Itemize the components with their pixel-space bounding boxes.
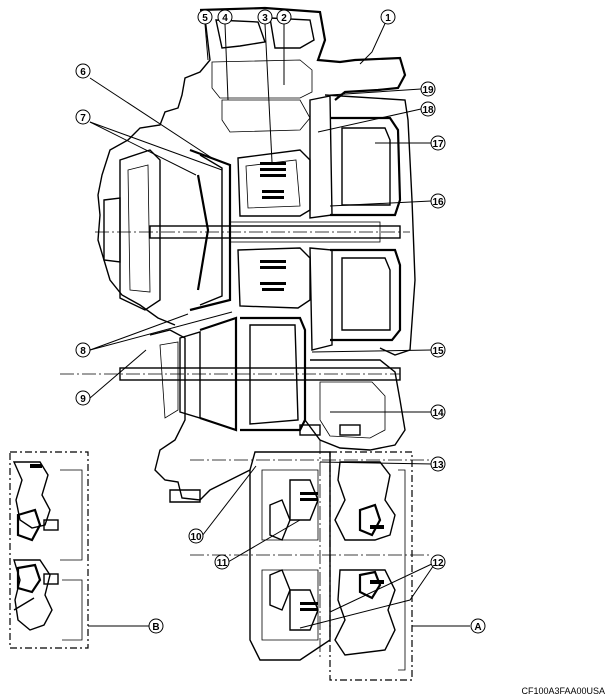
detail-b: [9, 451, 89, 649]
callout-4-label: 4: [222, 13, 228, 24]
callout-8-label: 8: [80, 346, 86, 357]
callout-15-label: 15: [432, 346, 444, 357]
transmission-case-outline: [60, 6, 430, 661]
callout-9-label: 9: [80, 394, 86, 405]
callout-16-label: 16: [432, 197, 444, 208]
callout-17-label: 17: [432, 139, 444, 150]
callout-5-label: 5: [202, 13, 208, 24]
callout-6: 6: [75, 63, 91, 79]
callout-10: 10: [188, 528, 204, 544]
callout-18: 18: [420, 101, 436, 117]
callout-b-label: B: [152, 622, 159, 633]
differential-gears: [300, 492, 318, 611]
clutch-plates-lower: [260, 260, 286, 291]
callout-1: 1: [380, 9, 396, 25]
detail-a: [329, 451, 413, 681]
callout-15: 15: [430, 342, 446, 358]
callout-16: 16: [430, 193, 446, 209]
callout-5: 5: [197, 9, 213, 25]
callout-8: 8: [75, 342, 91, 358]
callout-b: B: [148, 618, 164, 634]
callout-6-label: 6: [80, 67, 86, 78]
callout-2: 2: [276, 9, 292, 25]
callout-18-label: 18: [422, 105, 434, 116]
callout-19: 19: [420, 81, 436, 97]
callout-7-label: 7: [80, 113, 86, 124]
callout-17: 17: [430, 135, 446, 151]
callout-1-label: 1: [385, 13, 391, 24]
callout-a-label: A: [474, 622, 481, 633]
figure-code: CF100A3FAA00USA: [521, 686, 605, 696]
callout-2-label: 2: [281, 13, 287, 24]
clutch-plates-upper: [260, 162, 286, 199]
callout-11: 11: [214, 554, 230, 570]
callout-3-label: 3: [262, 13, 268, 24]
callout-4: 4: [217, 9, 233, 25]
callout-a: A: [470, 618, 486, 634]
callout-13: 13: [430, 456, 446, 472]
callout-10-label: 10: [190, 532, 202, 543]
callout-12-label: 12: [432, 558, 444, 569]
callout-9: 9: [75, 390, 91, 406]
callout-14: 14: [430, 404, 446, 420]
callout-13-label: 13: [432, 460, 444, 471]
callout-11-label: 11: [217, 558, 228, 569]
callout-3: 3: [257, 9, 273, 25]
callout-14-label: 14: [432, 408, 444, 419]
leader-lines: [88, 16, 470, 629]
callout-7: 7: [75, 109, 91, 125]
callout-19-label: 19: [422, 85, 434, 96]
callout-12: 12: [430, 554, 446, 570]
